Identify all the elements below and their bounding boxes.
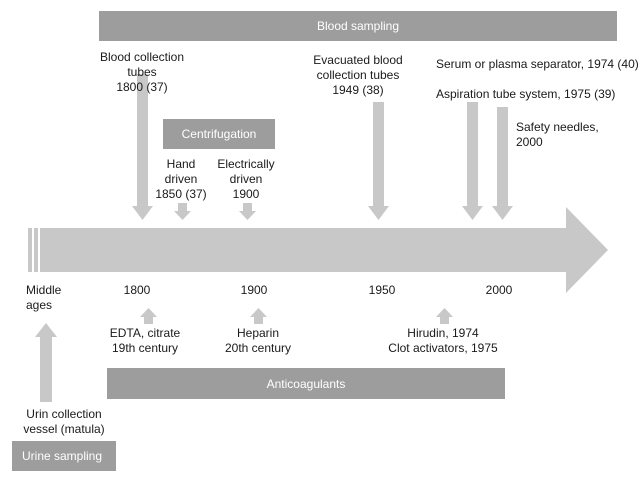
year-2000: 2000 xyxy=(485,283,513,297)
up-arrow-urin-vessel xyxy=(35,323,57,402)
event-urin-vessel: Urin collection vessel (matula) xyxy=(23,407,104,437)
down-arrow-aspiration xyxy=(492,107,513,220)
timeline-start-label: Middle ages xyxy=(26,283,61,313)
event-edta-line-2: 19th century xyxy=(111,341,179,355)
band-centrifugation-label: Centrifugation xyxy=(181,127,257,141)
event-electrically-driven-line-3: 1900 xyxy=(232,187,260,201)
event-hirudin-line-2: Clot activators, 1975 xyxy=(388,341,498,355)
event-evacuated-line-3: 1949 (38) xyxy=(332,83,384,97)
event-safety-needles-line-2: 2000 xyxy=(516,135,543,149)
year-1900: 1900 xyxy=(240,283,268,297)
down-arrow-hand-driven xyxy=(174,203,191,220)
up-arrow-heparin xyxy=(250,308,267,324)
event-electrically-driven-line-1: Electrically xyxy=(217,157,275,171)
event-edta: EDTA, citrate 19th century xyxy=(110,326,180,356)
event-edta-line-1: EDTA, citrate xyxy=(109,326,181,340)
down-arrow-evacuated xyxy=(368,102,389,220)
event-electrically-driven: Electrically driven 1900 xyxy=(217,157,274,202)
event-urin-vessel-line-1: Urin collection xyxy=(26,407,102,421)
band-blood-sampling-label: Blood sampling xyxy=(316,19,400,33)
up-arrow-hirudin xyxy=(436,308,453,324)
timeline-body xyxy=(40,207,608,293)
event-safety-needles-line-1: Safety needles, xyxy=(516,120,599,134)
event-aspiration-tube: Aspiration tube system, 1975 (39) xyxy=(436,87,616,101)
event-heparin-line-1: Heparin xyxy=(236,326,280,340)
event-electrically-driven-line-2: driven xyxy=(229,172,263,186)
band-centrifugation: Centrifugation xyxy=(163,119,275,149)
event-hand-driven-line-1: Hand xyxy=(166,157,196,171)
event-hand-driven-line-3: 1850 (37) xyxy=(155,187,207,201)
down-arrow-electrically-driven xyxy=(239,203,256,220)
event-hand-driven: Hand driven 1850 (37) xyxy=(155,157,206,202)
event-blood-collection-line-2: tubes xyxy=(127,65,157,79)
event-evacuated-line-2: collection tubes xyxy=(316,68,400,82)
event-blood-collection-line-1: Blood collection xyxy=(99,50,185,64)
event-evacuated-line-1: Evacuated blood xyxy=(313,53,403,67)
year-1800: 1800 xyxy=(123,283,151,297)
timeline-stripe-1 xyxy=(28,228,32,272)
event-hand-driven-line-2: driven xyxy=(164,172,198,186)
event-urin-vessel-line-2: vessel (matula) xyxy=(23,422,105,436)
event-safety-needles: Safety needles, 2000 xyxy=(516,120,599,150)
band-urine-sampling: Urine sampling xyxy=(12,441,116,471)
timeline-start-line-2: ages xyxy=(26,298,53,312)
band-urine-sampling-label: Urine sampling xyxy=(22,449,103,463)
band-blood-sampling: Blood sampling xyxy=(99,11,617,41)
event-blood-collection-tubes: Blood collection tubes 1800 (37) xyxy=(100,50,184,95)
event-hirudin-line-1: Hirudin, 1974 xyxy=(407,326,479,340)
down-arrow-blood-collection xyxy=(132,74,153,220)
band-anticoagulants: Anticoagulants xyxy=(107,368,505,399)
timeline-arrow xyxy=(28,207,608,293)
timeline-stripe-2 xyxy=(34,228,38,272)
band-anticoagulants-label: Anticoagulants xyxy=(266,376,346,391)
event-hirudin: Hirudin, 1974 Clot activators, 1975 xyxy=(388,326,497,356)
event-serum-separator: Serum or plasma separator, 1974 (40) xyxy=(436,57,639,71)
event-evacuated-tubes: Evacuated blood collection tubes 1949 (3… xyxy=(313,53,402,98)
event-heparin-line-2: 20th century xyxy=(224,341,292,355)
event-heparin: Heparin 20th century xyxy=(225,326,291,356)
event-blood-collection-line-3: 1800 (37) xyxy=(116,80,168,94)
up-arrow-edta xyxy=(140,308,157,324)
year-1950: 1950 xyxy=(368,283,396,297)
timeline-start-line-1: Middle xyxy=(26,283,62,297)
down-arrow-serum-separator xyxy=(462,102,483,220)
